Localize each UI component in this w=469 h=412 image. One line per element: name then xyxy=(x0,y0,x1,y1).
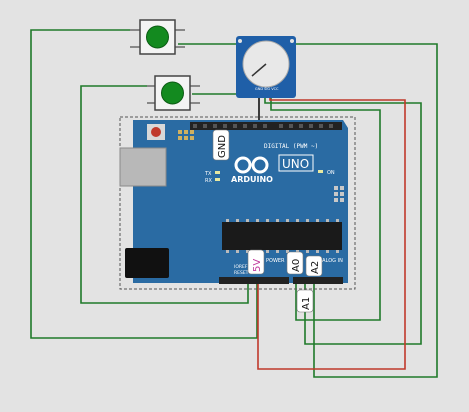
tx-label: TX xyxy=(204,171,212,177)
infinity-logo-icon xyxy=(234,156,269,174)
reset-pin-label: RESET xyxy=(234,270,249,276)
reset-button[interactable] xyxy=(151,127,161,137)
icsp-header xyxy=(178,130,194,140)
pushbutton-1-cap[interactable] xyxy=(146,25,169,49)
potentiometer-pointer xyxy=(251,63,267,77)
potentiometer-pin-labels: GND SIG VCC xyxy=(255,87,279,91)
atmega-chip xyxy=(222,222,342,250)
board-selection-outline xyxy=(119,116,356,290)
pushbutton-2-cap[interactable] xyxy=(161,81,184,105)
wire-pot-signal[interactable] xyxy=(264,96,422,345)
analog-pin-header[interactable] xyxy=(293,277,343,284)
svg-text:A2: A2 xyxy=(310,261,321,274)
power-pin-header[interactable] xyxy=(219,277,289,284)
on-label: ON xyxy=(327,170,335,176)
rx-label: RX xyxy=(205,178,212,184)
pin-label-gnd: GND xyxy=(212,129,230,161)
svg-text:A0: A0 xyxy=(291,259,302,272)
power-header-label: POWER xyxy=(266,258,285,264)
on-led xyxy=(318,170,323,173)
potentiometer[interactable]: GND SIG VCC xyxy=(236,36,296,98)
dc-power-jack xyxy=(125,248,169,278)
pin-label-a2: A2 xyxy=(305,255,323,277)
svg-text:A1: A1 xyxy=(301,297,312,310)
digital-pin-holes xyxy=(193,124,333,128)
pin-label-5v: 5V xyxy=(247,249,265,275)
wire-button2-gnd[interactable] xyxy=(80,85,249,304)
tx-led xyxy=(215,171,220,174)
wire-pot-vcc[interactable] xyxy=(257,96,406,370)
analog-header-label: ANALOG IN xyxy=(315,258,343,264)
svg-text:5V: 5V xyxy=(252,259,263,272)
svg-text:GND: GND xyxy=(217,135,228,158)
icsp2-header xyxy=(334,186,344,202)
usb-port xyxy=(119,147,167,187)
pushbutton-2[interactable] xyxy=(147,75,200,111)
brand-label: ARDUINO xyxy=(231,175,273,184)
pin-label-a0: A0 xyxy=(286,251,304,275)
pushbutton-1[interactable] xyxy=(130,19,185,55)
ioref-label: IOREF xyxy=(234,264,248,270)
rx-led xyxy=(215,178,220,181)
model-label: UNO xyxy=(282,157,309,171)
model-box xyxy=(278,154,314,172)
pin-label-a1: A1 xyxy=(296,289,314,313)
wire-button1-gnd[interactable] xyxy=(30,29,258,339)
digital-header-label: DIGITAL (PWM ~) xyxy=(264,143,318,150)
arduino-uno-board[interactable]: DIGITAL (PWM ~) ARDUINO UNO TX RX ON xyxy=(119,116,356,290)
